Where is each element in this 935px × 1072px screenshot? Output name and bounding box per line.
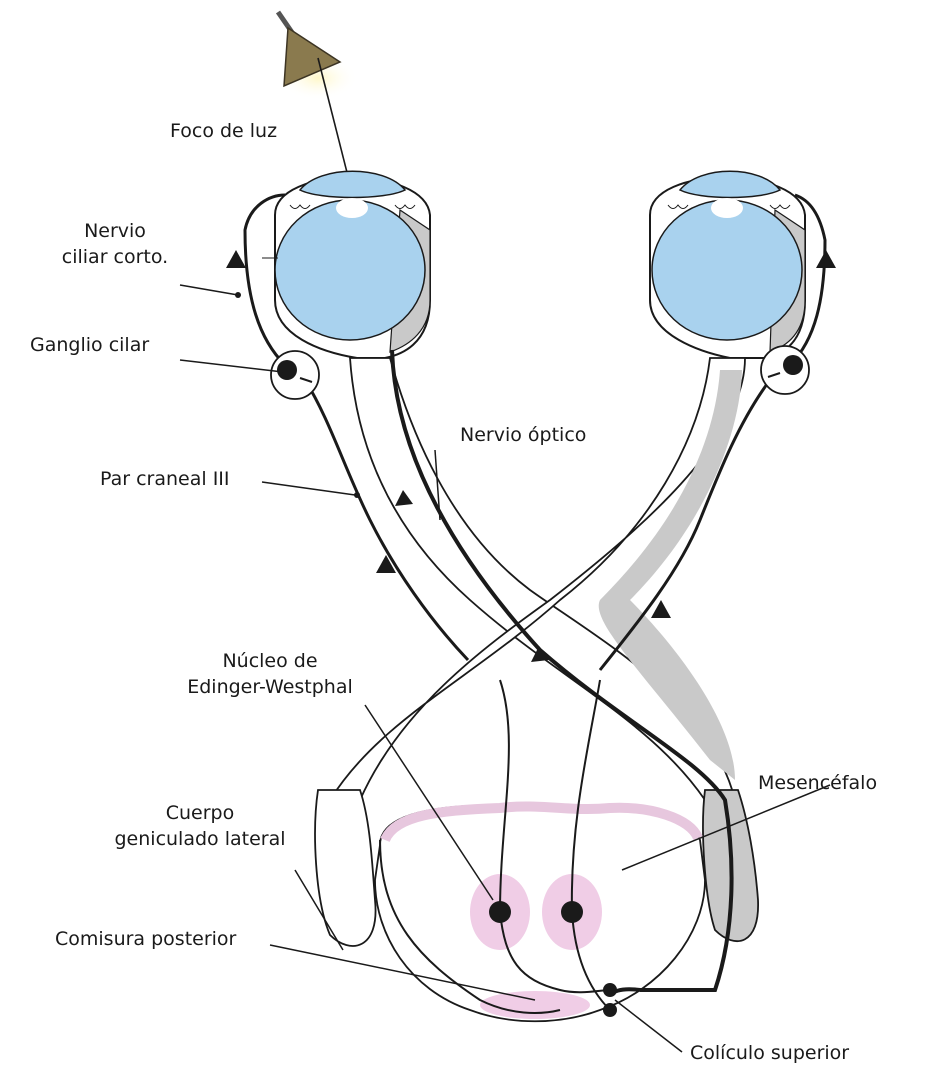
label-nervio-ciliar: Nervio ciliar corto. xyxy=(40,218,190,270)
right-eye xyxy=(650,171,805,358)
left-eye xyxy=(262,171,430,358)
label-cuerpo-line2: geniculado lateral xyxy=(85,826,315,852)
label-nucleo: Núcleo de Edinger-Westphal xyxy=(155,648,385,700)
label-comisura: Comisura posterior xyxy=(55,926,236,952)
label-nervio-optico: Nervio óptico xyxy=(460,422,586,448)
label-nervio-ciliar-line1: Nervio xyxy=(40,218,190,244)
label-coliculo: Colículo superior xyxy=(690,1040,849,1066)
ciliary-ganglion-left xyxy=(271,351,319,399)
label-nucleo-line2: Edinger-Westphal xyxy=(155,674,385,700)
label-ganglio: Ganglio cilar xyxy=(30,332,149,358)
label-mesencefalo: Mesencéfalo xyxy=(758,770,877,796)
light-source-icon xyxy=(278,12,358,100)
label-nucleo-line1: Núcleo de xyxy=(155,648,385,674)
label-cuerpo-line1: Cuerpo xyxy=(85,800,315,826)
label-nervio-ciliar-line2: ciliar corto. xyxy=(40,244,190,270)
label-cuerpo: Cuerpo geniculado lateral xyxy=(85,800,315,852)
label-par-craneal: Par craneal III xyxy=(100,466,230,492)
label-foco-de-luz: Foco de luz xyxy=(170,118,277,144)
ciliary-ganglion-right xyxy=(761,346,809,394)
